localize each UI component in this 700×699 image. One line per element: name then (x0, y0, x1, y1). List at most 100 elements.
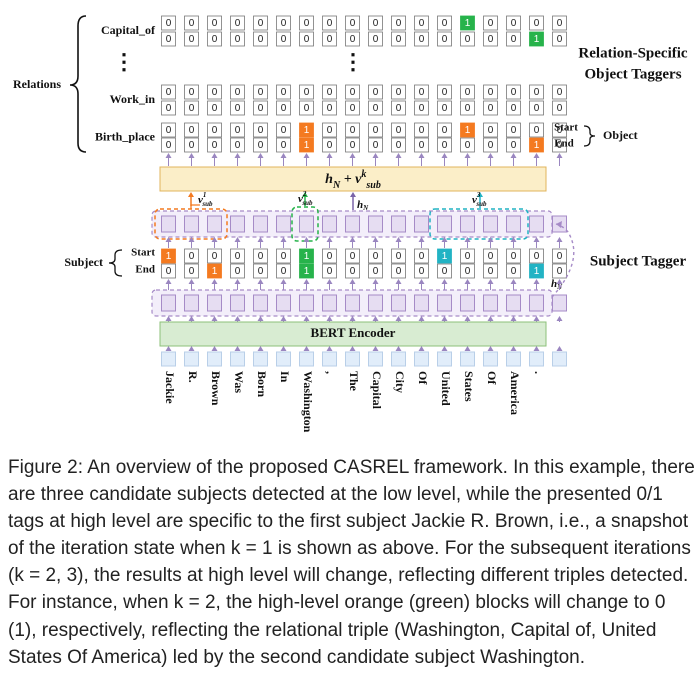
relation-start-row-cell (322, 122, 337, 138)
token-label: Capital (370, 371, 384, 410)
fusion-to-tagger-arrow-head (280, 153, 287, 158)
encoder-to-tagger-arrow (510, 279, 517, 290)
relation-end-row-value: 0 (281, 34, 287, 45)
tagger-to-hidden-arrow-head (510, 237, 517, 242)
relation-start-row-cell (161, 122, 176, 138)
relation-start-row-value: 1 (465, 125, 471, 136)
relation-label: Capital_of (101, 23, 156, 37)
bert-to-output-arrow-head (280, 316, 287, 321)
subject-span-3 (429, 208, 529, 240)
relation-start-row-value: 0 (557, 18, 563, 29)
token-embedding-cell (529, 351, 544, 367)
encoder-output-cell (299, 294, 314, 312)
tagger-to-hidden-arrow-head (165, 237, 172, 242)
encoder-to-tagger-arrow-head (372, 279, 379, 284)
token-to-bert-arrow-head (487, 346, 494, 351)
relation-start-row-value: 0 (511, 18, 517, 29)
subject-start-row-value: 0 (281, 251, 287, 262)
relation-end-row-value: 0 (465, 34, 471, 45)
relation-end-row-cell (368, 31, 383, 47)
fusion-to-tagger-arrow-head (533, 153, 540, 158)
encoder-output-cell (460, 294, 475, 312)
relation-start-row-cell (414, 15, 429, 31)
relation-start-row-cell (345, 84, 360, 100)
relation-start-row-cell (506, 122, 521, 138)
hidden-state-cell (529, 215, 544, 233)
relation-start-row-value: 1 (304, 125, 310, 136)
bert-to-output-arrow (510, 316, 517, 322)
encoder-to-tagger-arrow (556, 279, 563, 290)
subject-end-row-value: 0 (488, 266, 494, 277)
relation-end-row-cell (230, 100, 245, 116)
token-to-bert-arrow (510, 346, 517, 351)
fusion-to-tagger-arrow-head (464, 153, 471, 158)
relation-end-row-cell (161, 100, 176, 116)
fusion-to-tagger-arrow (441, 153, 448, 166)
relation-end-row-value: 0 (488, 103, 494, 114)
relation-end-row-cell (529, 31, 544, 47)
subject-end-row-value: 0 (166, 266, 172, 277)
relation-start-row-value: 0 (442, 18, 448, 29)
subject-start-row-cell (345, 248, 360, 264)
subject-end-row-cell (276, 263, 291, 279)
ellipsis-vertical: ⋮ (342, 49, 364, 74)
token-embedding-cell (161, 351, 176, 367)
subject-start-row-value: 0 (557, 251, 563, 262)
relation-end-row-value: 0 (350, 140, 356, 151)
subject-end-row-value: 1 (304, 266, 310, 277)
subject-start-row-value: 0 (419, 251, 425, 262)
bert-to-output-arrow-head (326, 316, 333, 321)
relation-end-row-cell (437, 100, 452, 116)
subject-end-row-value: 0 (465, 266, 471, 277)
relation-end-row-value: 0 (396, 140, 402, 151)
relation-start-row-value: 0 (419, 125, 425, 136)
relation-start-row-value: 0 (189, 87, 195, 98)
tagger-to-hidden-arrow (188, 237, 195, 248)
bert-to-output-arrow (464, 316, 471, 322)
subject-start-row-value: 0 (212, 251, 218, 262)
relation-end-row-cell (184, 31, 199, 47)
relation-start-row-cell (391, 84, 406, 100)
relation-start-row-cell (552, 122, 567, 138)
relation-start-row-value: 0 (258, 18, 264, 29)
encoder-to-tagger-arrow (188, 279, 195, 290)
bert-to-output-arrow (257, 316, 264, 322)
relation-start-row-value: 0 (419, 87, 425, 98)
token-to-bert-arrow (188, 346, 195, 351)
token-embedding-cell (207, 351, 222, 367)
relation-end-row-cell (322, 100, 337, 116)
token-label: America (508, 371, 522, 415)
token-to-bert-arrow (349, 346, 356, 351)
relation-start-row-cell (207, 15, 222, 31)
object-brace (583, 125, 596, 147)
encoder-output-cell (276, 294, 291, 312)
vsub1-label-part: v (198, 194, 203, 206)
relation-end-row-cell (207, 31, 222, 47)
hidden-state-cell (207, 215, 222, 233)
object-label: Object (603, 128, 638, 142)
subject-brace (108, 249, 123, 277)
token-embedding-cell (483, 351, 498, 367)
bert-to-output-arrow (395, 316, 402, 322)
relation-end-row-cell (184, 100, 199, 116)
subject-start-row-cell (368, 248, 383, 264)
encoder-to-tagger-arrow-head (487, 279, 494, 284)
token-to-bert-arrow-head (188, 346, 195, 351)
tagger-to-hidden-arrow (418, 237, 425, 248)
subject-start-row-value: 0 (350, 251, 356, 262)
subject-end-row-cell (529, 263, 544, 279)
fusion-to-tagger-arrow-head (349, 153, 356, 158)
relation-start-row-cell (483, 15, 498, 31)
fusion-to-tagger-arrow (257, 153, 264, 166)
subject-label: Subject (64, 255, 103, 269)
fusion-formula-part: h (325, 172, 333, 187)
subject-end-row-value: 0 (396, 266, 402, 277)
tagger-to-hidden-arrow-head (349, 237, 356, 242)
relation-start-row-cell (207, 122, 222, 138)
fusion-to-tagger-arrow-head (487, 153, 494, 158)
bert-to-output-arrow (188, 316, 195, 322)
relation-start-row-value: 0 (557, 87, 563, 98)
vsub2-label-part: sub (301, 199, 313, 207)
subject-start-row-value: 0 (465, 251, 471, 262)
relation-start-row-value: 0 (258, 125, 264, 136)
